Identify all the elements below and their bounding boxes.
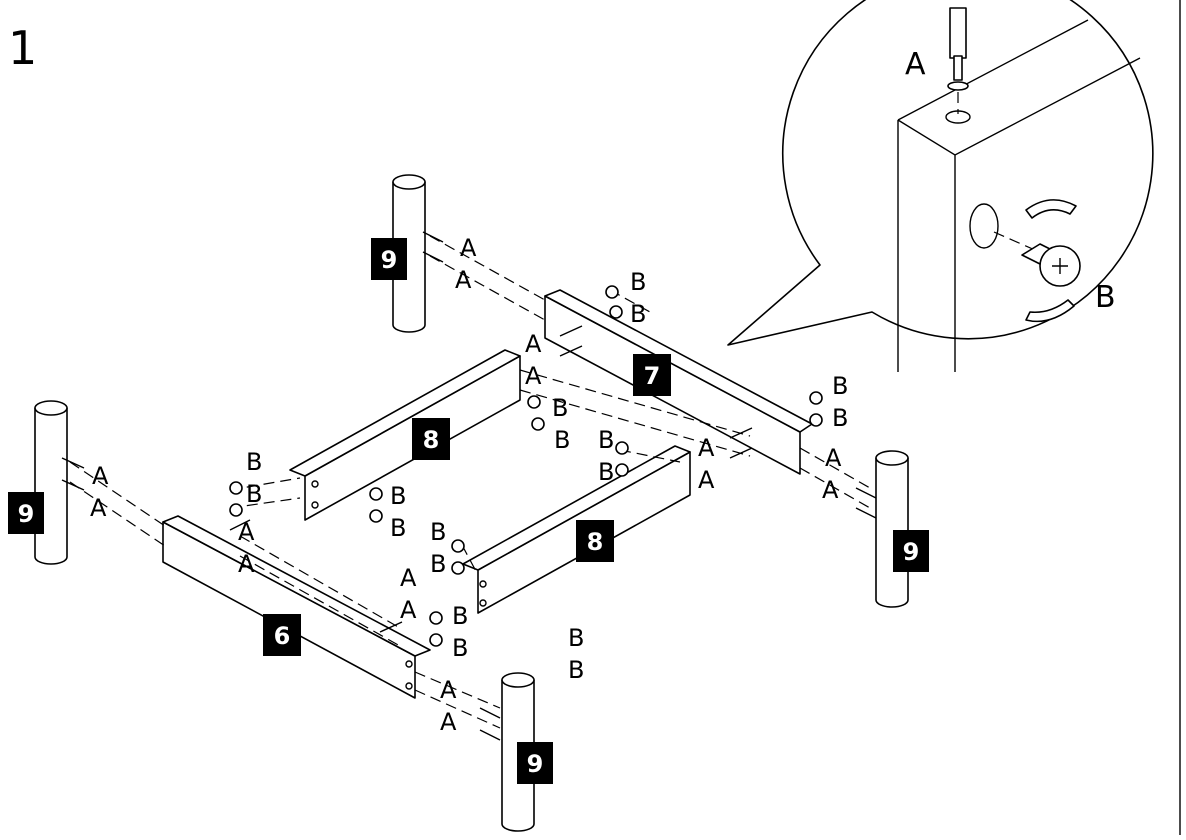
- cam-lock-label: B: [554, 426, 570, 454]
- cam-lock-label: B: [390, 514, 406, 542]
- svg-text:6: 6: [274, 622, 291, 650]
- cam-lock-icons: [229, 285, 823, 647]
- svg-text:8: 8: [423, 426, 440, 454]
- cam-lock-label: B: [832, 404, 848, 432]
- rail-6: [162, 515, 431, 699]
- bolt-label: A: [400, 596, 417, 624]
- part-tag-leg-left: 9: [8, 492, 44, 534]
- cam-lock-label: B: [452, 634, 468, 662]
- bolt-label: A: [455, 266, 472, 294]
- cam-lock-label: B: [452, 602, 468, 630]
- leg-left: [34, 400, 68, 565]
- svg-text:7: 7: [644, 362, 661, 390]
- part-tag-leg-bottom: 9: [517, 742, 553, 784]
- cam-lock-label: B: [630, 268, 646, 296]
- detail-callout: A B: [727, 0, 1154, 372]
- part-tag-rail-6: 6: [263, 614, 301, 656]
- cam-lock-label: B: [832, 372, 848, 400]
- cam-lock-label: B: [390, 482, 406, 510]
- detail-cam-lock-icon: [1021, 199, 1081, 323]
- cam-lock-label: B: [568, 624, 584, 652]
- cam-lock-label: B: [630, 300, 646, 328]
- cam-lock-label: B: [246, 480, 262, 508]
- bolt-icons: [61, 231, 877, 741]
- bolt-label: A: [90, 494, 107, 522]
- bolt-label: A: [825, 444, 842, 472]
- step-number: 1: [8, 21, 37, 75]
- bolt-label: A: [400, 564, 417, 592]
- bolt-label: A: [238, 550, 255, 578]
- detail-cam-label: B: [1095, 280, 1116, 315]
- bolt-label: A: [92, 462, 109, 490]
- bolt-label: A: [440, 676, 457, 704]
- part-tag-rail-8-lower: 8: [576, 520, 614, 562]
- svg-text:9: 9: [381, 246, 398, 274]
- svg-text:9: 9: [527, 750, 544, 778]
- part-tag-rail-7: 7: [633, 354, 671, 396]
- cam-lock-label: B: [246, 448, 262, 476]
- cam-lock-label: B: [430, 550, 446, 578]
- detail-bolt-icon: [947, 7, 969, 114]
- part-tag-leg-top: 9: [371, 238, 407, 280]
- bolt-label: A: [238, 518, 255, 546]
- bolt-label: A: [460, 234, 477, 262]
- assembly-guides: [69, 235, 871, 729]
- bolt-label: A: [698, 434, 715, 462]
- bolt-label: A: [525, 362, 542, 390]
- hardware-labels: A A A A A A A A A A A A A A A A B B B B …: [90, 234, 848, 736]
- leg-top: [392, 174, 426, 333]
- bolt-label: A: [525, 330, 542, 358]
- rail-7: [544, 289, 813, 475]
- svg-text:9: 9: [18, 500, 35, 528]
- part-tag-leg-right: 9: [893, 530, 929, 572]
- cam-lock-label: B: [552, 394, 568, 422]
- cam-lock-label: B: [598, 426, 614, 454]
- bolt-label: A: [822, 476, 839, 504]
- bolt-label: A: [698, 466, 715, 494]
- detail-bolt-label: A: [905, 47, 926, 82]
- cam-lock-label: B: [568, 656, 584, 684]
- leg-right: [875, 450, 909, 608]
- svg-text:9: 9: [903, 538, 920, 566]
- cam-lock-label: B: [430, 518, 446, 546]
- cam-lock-label: B: [598, 458, 614, 486]
- part-tag-rail-8-upper: 8: [412, 418, 450, 460]
- bolt-label: A: [440, 708, 457, 736]
- svg-text:8: 8: [587, 528, 604, 556]
